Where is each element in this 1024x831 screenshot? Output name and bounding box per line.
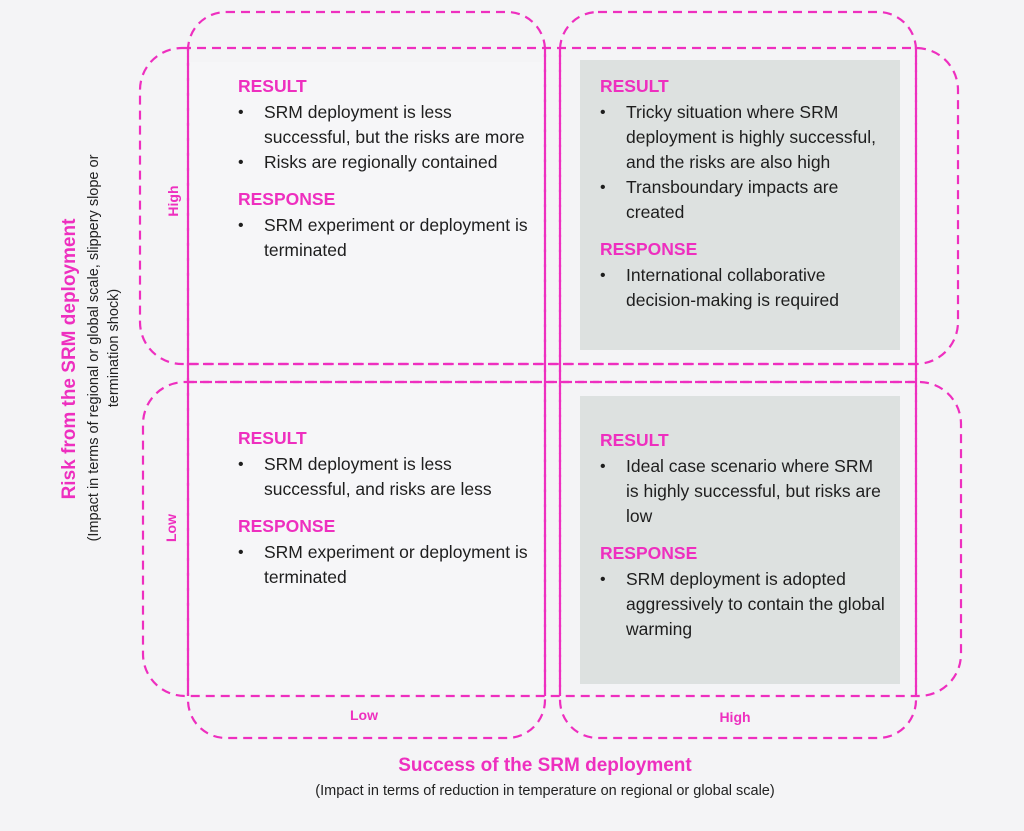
column-outline-low <box>186 10 547 740</box>
list-item: Ideal case scenario where SRM is highly … <box>600 454 886 529</box>
list-item: SRM deployment is adopted aggressively t… <box>600 567 886 642</box>
y-axis-subtitle-line-1: (Impact in terms of regional or global s… <box>86 154 102 542</box>
quadrant-bottom-left: RESULT SRM deployment is less successful… <box>190 384 543 694</box>
response-list: SRM experiment or deployment is terminat… <box>238 213 529 263</box>
response-label: RESPONSE <box>600 543 698 563</box>
response-list: International collaborative decision-mak… <box>600 263 886 313</box>
list-item: SRM experiment or deployment is terminat… <box>238 540 529 590</box>
x-axis-title: Success of the SRM deployment <box>398 755 692 776</box>
list-item: Tricky situation where SRM deployment is… <box>600 100 886 175</box>
list-item: Risks are regionally contained <box>238 150 529 175</box>
list-item: SRM deployment is less successful, but t… <box>238 100 529 150</box>
quadrant-top-left: RESULT SRM deployment is less successful… <box>190 62 543 362</box>
result-label: RESULT <box>600 76 669 96</box>
result-list: SRM deployment is less successful, but t… <box>238 100 529 175</box>
list-item: SRM deployment is less successful, and r… <box>238 452 529 502</box>
y-axis-title: Risk from the SRM deployment <box>59 218 80 500</box>
result-label: RESULT <box>600 430 669 450</box>
response-label: RESPONSE <box>238 189 336 209</box>
list-item: SRM experiment or deployment is terminat… <box>238 213 529 263</box>
quadrant-bottom-right: RESULT Ideal case scenario where SRM is … <box>580 396 900 684</box>
response-label: RESPONSE <box>600 239 698 259</box>
x-axis-low-label: Low <box>350 707 378 723</box>
y-axis-subtitle: (Impact in terms of regional or global s… <box>84 88 124 608</box>
result-label: RESULT <box>238 76 307 96</box>
response-list: SRM experiment or deployment is terminat… <box>238 540 529 590</box>
result-list: SRM deployment is less successful, and r… <box>238 452 529 502</box>
result-list: Ideal case scenario where SRM is highly … <box>600 454 886 529</box>
y-axis-low-label: Low <box>163 514 179 542</box>
result-label: RESULT <box>238 428 307 448</box>
result-list: Tricky situation where SRM deployment is… <box>600 100 886 225</box>
quadrant-top-right: RESULT Tricky situation where SRM deploy… <box>580 60 900 350</box>
list-item: Transboundary impacts are created <box>600 175 886 225</box>
row-outline-high <box>138 46 960 366</box>
y-axis-high-label: High <box>165 185 181 217</box>
list-item: International collaborative decision-mak… <box>600 263 886 313</box>
response-label: RESPONSE <box>238 516 336 536</box>
response-list: SRM deployment is adopted aggressively t… <box>600 567 886 642</box>
x-axis-subtitle: (Impact in terms of reduction in tempera… <box>315 783 775 799</box>
x-axis-high-label: High <box>719 709 751 725</box>
y-axis-subtitle-line-2: termination shock) <box>106 288 122 408</box>
column-outline-high <box>558 10 918 740</box>
